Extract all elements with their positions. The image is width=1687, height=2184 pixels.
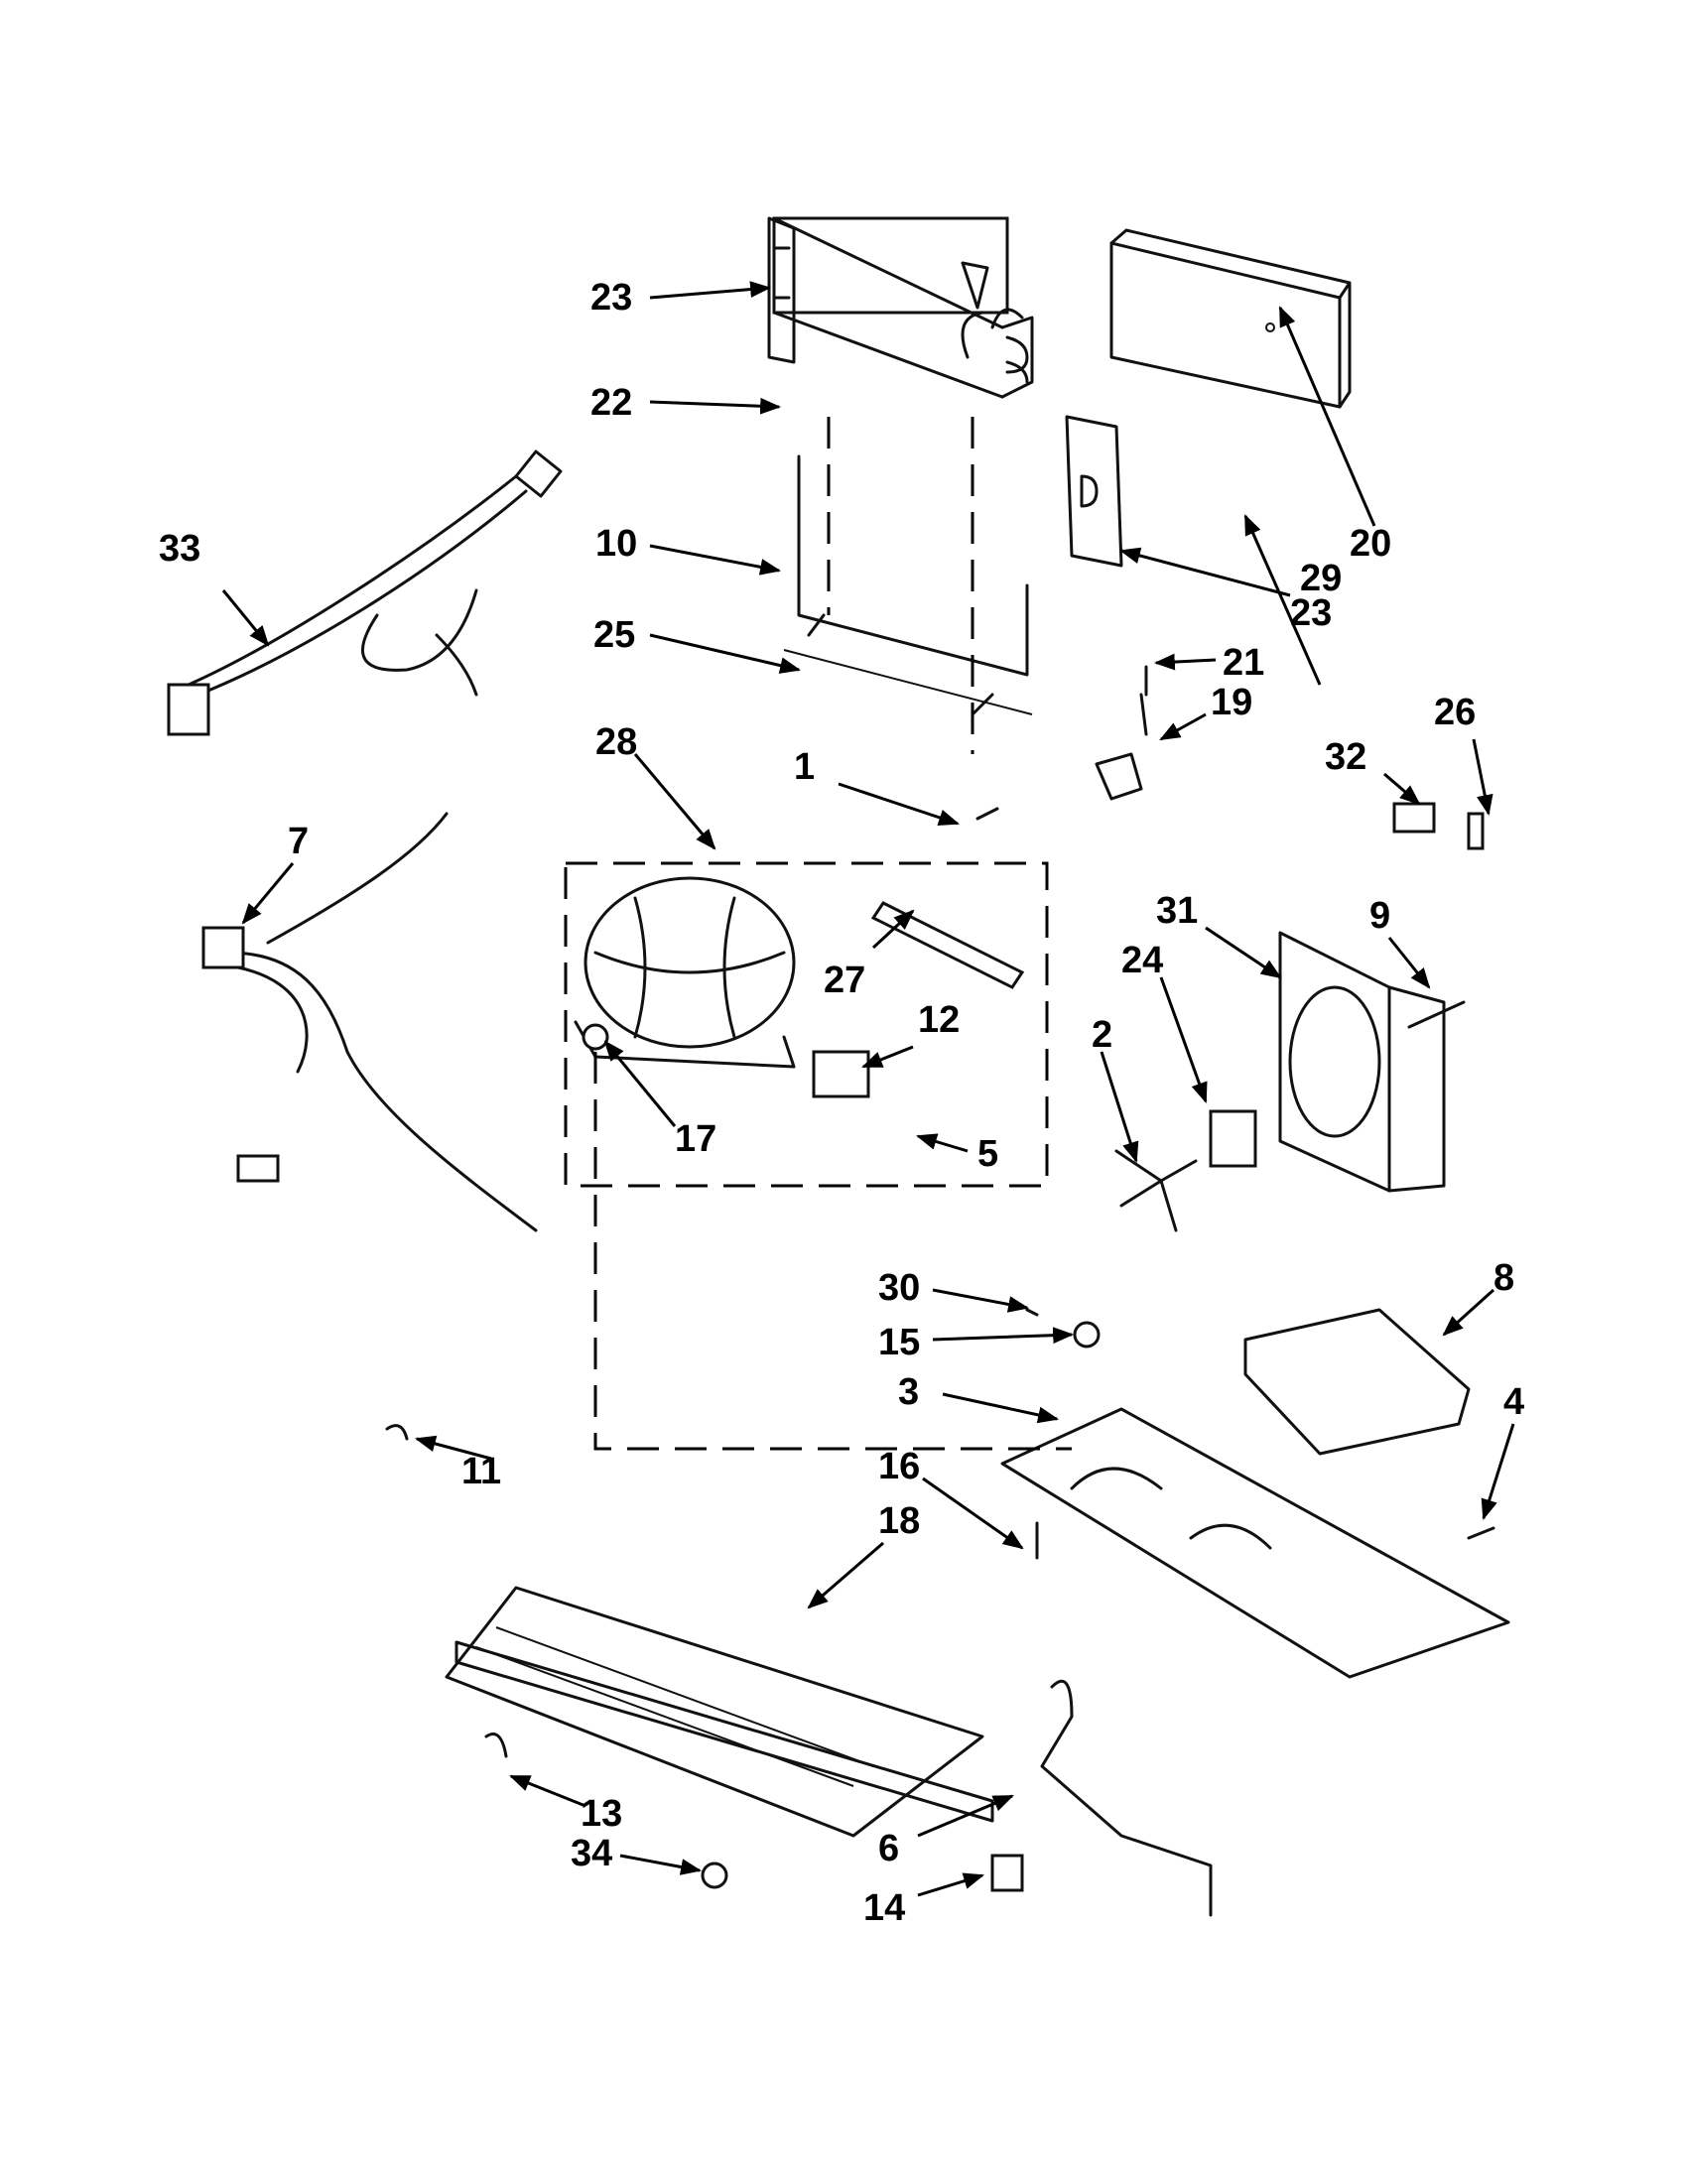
callout-20: 20 xyxy=(1350,523,1391,565)
seal-part-30 xyxy=(1025,1308,1039,1317)
callout-34: 34 xyxy=(571,1833,612,1874)
callout-13: 13 xyxy=(581,1793,622,1835)
condenser-fan-shroud xyxy=(1278,931,1446,1193)
drain-tube xyxy=(1040,1679,1213,1917)
callout-17: 17 xyxy=(675,1118,716,1160)
evaporator-bracket-left xyxy=(767,216,796,364)
callout-14: 14 xyxy=(863,1887,905,1929)
screw-part-9 xyxy=(1407,1000,1466,1029)
callout-4: 4 xyxy=(1503,1381,1524,1423)
callout-1: 1 xyxy=(794,746,815,788)
callout-16: 16 xyxy=(878,1446,920,1487)
callout-9: 9 xyxy=(1369,895,1390,937)
condenser-coil xyxy=(445,1586,994,1838)
callout-30: 30 xyxy=(878,1267,920,1309)
compressor-connector-line xyxy=(593,1052,1072,1451)
callout-11: 11 xyxy=(461,1451,501,1492)
callout-21: 21 xyxy=(1223,642,1264,684)
callout-31: 31 xyxy=(1156,890,1198,932)
clip-part-11 xyxy=(385,1424,409,1441)
compressor-relay xyxy=(812,1050,870,1098)
callout-27: 27 xyxy=(824,960,865,1001)
evaporator-bracket-right xyxy=(1065,415,1123,568)
callout-23-top: 23 xyxy=(590,277,632,319)
capacitor-part-32 xyxy=(1392,802,1436,834)
screw-part-4 xyxy=(1467,1526,1495,1540)
grommet-part-17 xyxy=(582,1023,609,1051)
callout-32: 32 xyxy=(1325,736,1366,778)
callout-23-right: 23 xyxy=(1290,592,1332,634)
clip-part-13 xyxy=(484,1733,508,1758)
sleeve-part-14 xyxy=(990,1854,1024,1892)
screw-part-1 xyxy=(975,807,999,821)
callout-12: 12 xyxy=(918,999,960,1041)
callout-29: 29 xyxy=(1300,558,1342,599)
evaporator-cover-box xyxy=(1109,228,1352,409)
drier xyxy=(870,901,1025,989)
callout-25: 25 xyxy=(593,614,635,656)
base-pan xyxy=(1000,1407,1510,1679)
callout-15: 15 xyxy=(878,1322,920,1363)
callout-3: 3 xyxy=(898,1371,919,1413)
clip-part-26 xyxy=(1467,812,1485,850)
machine-compartment-bracket xyxy=(1243,1308,1471,1456)
callout-28: 28 xyxy=(595,721,637,763)
defrost-heater xyxy=(783,454,1033,716)
callout-7: 7 xyxy=(288,821,309,862)
leader-lines xyxy=(221,281,1515,1897)
power-cord-harness xyxy=(167,450,563,736)
callout-24: 24 xyxy=(1121,940,1163,981)
fan-motor xyxy=(1209,1109,1257,1168)
evaporator-coil xyxy=(772,216,1034,399)
compressor-harness xyxy=(201,812,538,1232)
callout-19: 19 xyxy=(1211,682,1252,723)
callout-2: 2 xyxy=(1092,1014,1112,1056)
callout-6: 6 xyxy=(878,1828,899,1869)
fan-blade xyxy=(1114,1149,1198,1232)
callout-10: 10 xyxy=(595,523,637,565)
callout-5: 5 xyxy=(977,1133,998,1175)
callout-33: 33 xyxy=(159,528,200,570)
plug-part-34 xyxy=(701,1862,728,1889)
grommet-part-15 xyxy=(1073,1321,1101,1349)
callouts: 23 22 10 25 33 7 28 1 27 12 17 5 20 29 2… xyxy=(159,277,1524,1929)
defrost-thermostat-clip xyxy=(1095,693,1148,801)
callout-8: 8 xyxy=(1493,1257,1514,1299)
compressor-group-box xyxy=(564,861,1049,1188)
callout-18: 18 xyxy=(878,1500,920,1542)
callout-26: 26 xyxy=(1434,692,1476,733)
callout-22: 22 xyxy=(590,382,632,424)
